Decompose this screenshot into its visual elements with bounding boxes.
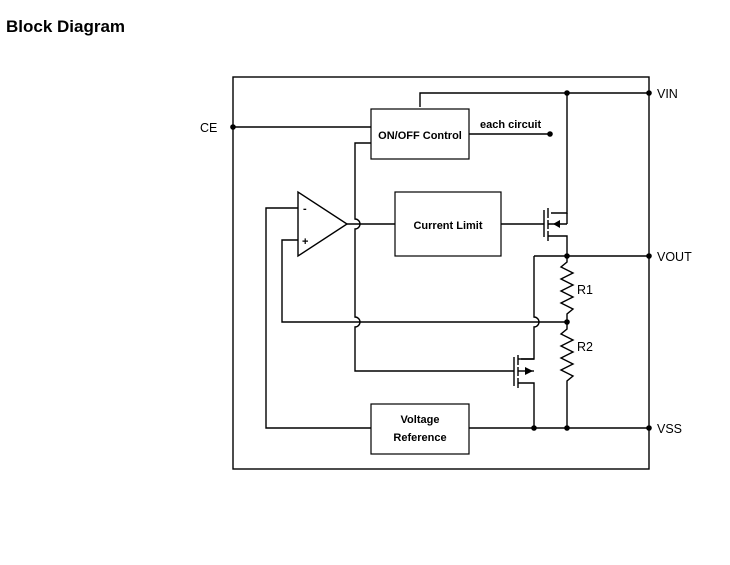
voltage-reference-line1: Voltage (401, 414, 440, 426)
wire-vout-to-discharge (521, 256, 540, 360)
r1-label: R1 (577, 283, 593, 297)
opamp-plus-label: + (302, 236, 308, 248)
voltage-reference-line2: Reference (393, 432, 446, 444)
pin-ce-label: CE (200, 121, 217, 135)
wire-vref-to-minus (265, 207, 371, 429)
wire-vin-to-pass (551, 93, 568, 214)
pass-transistor (543, 208, 568, 256)
wire-vin-rail (419, 92, 649, 107)
pin-vss-dot (646, 425, 652, 431)
error-amplifier (297, 190, 349, 258)
wire-onoff-enable (354, 142, 514, 372)
pin-vout-label: VOUT (657, 250, 692, 264)
pin-vout-dot (646, 253, 652, 259)
onoff-control-block (370, 108, 470, 160)
junction-vss-r2 (564, 425, 570, 431)
ic-package-outline (232, 76, 650, 470)
r2-label: R2 (577, 340, 593, 354)
discharge-transistor (513, 355, 535, 428)
pin-vin-dot (646, 90, 652, 96)
page-heading: Block Diagram (6, 17, 126, 36)
each-circuit-dot (547, 131, 553, 137)
each-circuit-label: each circuit (480, 119, 541, 131)
pin-vin-label: VIN (657, 87, 678, 101)
resistor-r1 (559, 256, 575, 322)
wire-feedback (281, 239, 567, 323)
current-limit-label: Current Limit (413, 220, 482, 232)
opamp-minus-label: - (303, 203, 307, 215)
resistor-r2 (559, 322, 575, 428)
voltage-reference-block (370, 403, 470, 455)
onoff-control-label: ON/OFF Control (378, 130, 462, 142)
pin-vss-label: VSS (657, 422, 682, 436)
junction-vss-nmos (531, 425, 537, 431)
